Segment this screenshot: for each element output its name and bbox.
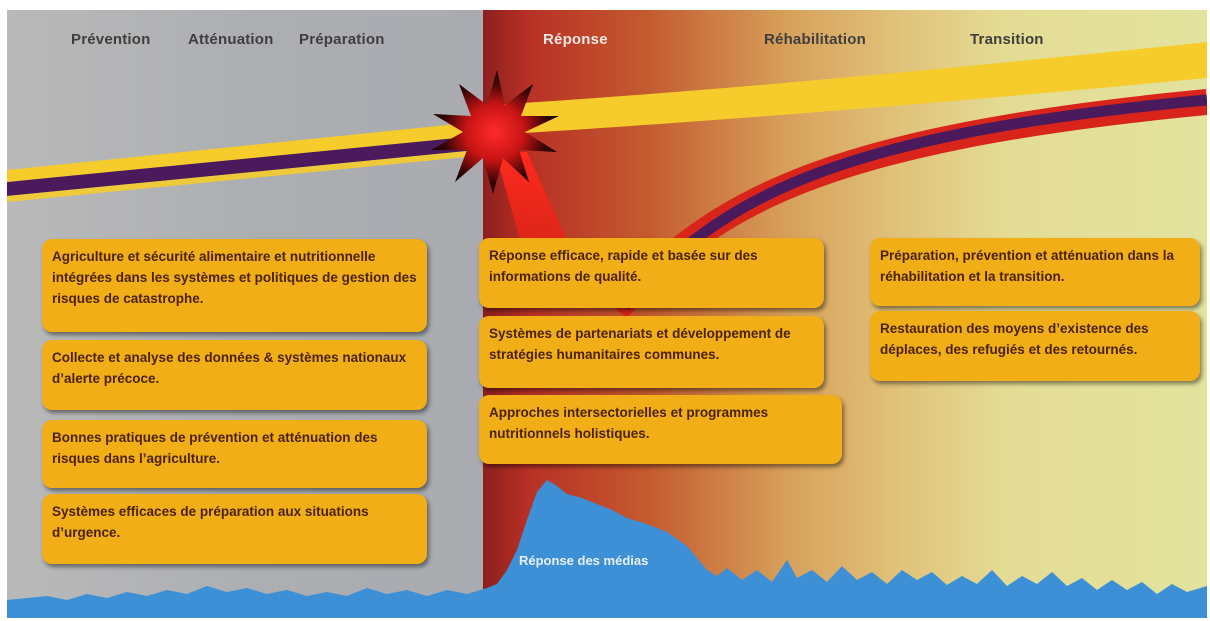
card-middle-1: Réponse efficace, rapide et basée sur de… <box>479 238 824 308</box>
phase-reponse: Réponse <box>543 31 608 48</box>
phase-preparation: Préparation <box>299 31 385 48</box>
card-right-1: Préparation, prévention et atténuation d… <box>870 238 1200 306</box>
phase-rehabilitation: Réhabilitation <box>764 31 866 48</box>
right-yellow-band <box>477 42 1207 136</box>
red-beam <box>495 152 567 246</box>
phase-attenuation: Atténuation <box>188 31 274 48</box>
phase-prevention: Prévention <box>71 31 151 48</box>
card-right-2: Restauration des moyens d’existence des … <box>870 311 1200 381</box>
left-purple-band <box>7 132 477 196</box>
phase-transition: Transition <box>970 31 1044 48</box>
diagram-canvas: Prévention Atténuation Préparation Répon… <box>7 10 1207 618</box>
card-left-4: Systèmes efficaces de préparation aux si… <box>42 494 427 564</box>
card-left-1: Agriculture et sécurité alimentaire et n… <box>42 239 427 332</box>
card-middle-3: Approches intersectorielles et programme… <box>479 395 842 464</box>
card-middle-2: Systèmes de partenariats et développemen… <box>479 316 824 388</box>
card-left-3: Bonnes pratiques de prévention et atténu… <box>42 420 427 488</box>
media-response-area <box>7 480 1207 618</box>
left-yellow-band <box>7 122 477 182</box>
disaster-burst-icon <box>431 70 559 194</box>
card-left-2: Collecte et analyse des données & systèm… <box>42 340 427 410</box>
media-response-label: Réponse des médias <box>519 553 649 568</box>
